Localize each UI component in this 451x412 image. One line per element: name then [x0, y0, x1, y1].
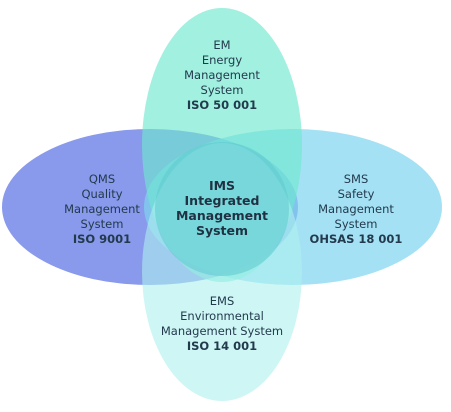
em-label: EM Energy Management System ISO 50 001	[162, 38, 282, 113]
ems-line2: Management System	[160, 324, 284, 338]
qms-line2: Management	[64, 202, 140, 216]
ems-abbr: EMS	[209, 294, 235, 308]
sms-line1: Safety	[337, 187, 375, 201]
sms-standard: OHSAS 18 001	[309, 232, 403, 246]
sms-line2: Management	[318, 202, 394, 216]
qms-line1: Quality	[81, 187, 123, 201]
ims-line3: Management	[175, 208, 268, 223]
qms-standard: ISO 9001	[72, 232, 132, 246]
ems-line1: Environmental	[180, 309, 264, 323]
ems-label: EMS Environmental Management System ISO …	[152, 294, 292, 354]
qms-line3: System	[80, 217, 124, 231]
ims-line2: Integrated	[184, 193, 260, 208]
em-line2: Management	[184, 68, 260, 82]
em-standard: ISO 50 001	[186, 98, 258, 112]
ims-line1: IMS	[208, 178, 236, 193]
em-abbr: EM	[213, 38, 231, 52]
sms-line3: System	[334, 217, 378, 231]
ims-label: IMS Integrated Management System	[162, 178, 282, 238]
ims-circle	[155, 142, 289, 276]
sms-abbr: SMS	[343, 172, 369, 186]
sms-label: SMS Safety Management System OHSAS 18 00…	[300, 172, 412, 247]
qms-abbr: QMS	[88, 172, 116, 186]
ems-standard: ISO 14 001	[186, 339, 258, 353]
em-line1: Energy	[201, 53, 243, 67]
ims-line4: System	[195, 223, 249, 238]
qms-label: QMS Quality Management System ISO 9001	[52, 172, 152, 247]
em-line3: System	[200, 83, 244, 97]
